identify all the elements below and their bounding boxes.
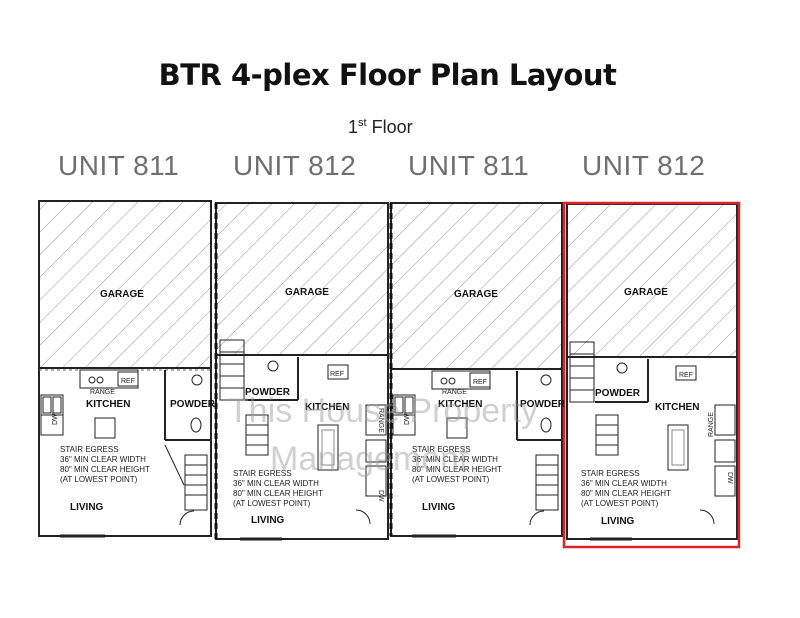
svg-text:STAIR EGRESS: STAIR EGRESS (233, 469, 292, 478)
refrigerator (327, 364, 349, 380)
unit-plan-3 (389, 202, 563, 538)
unit-label-3: UNIT 811 (408, 150, 530, 181)
range-label: RANGE (708, 412, 715, 437)
main-floor-area (390, 368, 563, 537)
unit-label-1: UNIT 811 (58, 150, 180, 181)
ref-label: REF (679, 372, 693, 379)
garage-label: GARAGE (454, 289, 498, 300)
svg-text:(AT LOWEST POINT): (AT LOWEST POINT) (412, 475, 490, 484)
stair-note-4: STAIR EGRESS 36" MIN CLEAR WIDTH 80" MIN… (581, 469, 671, 508)
garage-label: GARAGE (624, 287, 668, 298)
svg-text:36" MIN CLEAR WIDTH: 36" MIN CLEAR WIDTH (233, 479, 319, 488)
toilet (540, 374, 552, 386)
unit-label-2: UNIT 812 (233, 150, 357, 181)
selected-unit-highlight (562, 201, 741, 549)
kitchen-island (94, 417, 116, 439)
svg-text:(AT LOWEST POINT): (AT LOWEST POINT) (581, 499, 659, 508)
ref-label: REF (121, 378, 135, 385)
unit-plan-2 (214, 202, 389, 541)
refrigerator (117, 371, 139, 387)
refrigerator (469, 372, 491, 388)
svg-text:80" MIN CLEAR HEIGHT: 80" MIN CLEAR HEIGHT (233, 489, 323, 498)
powder-label: POWDER (170, 399, 216, 410)
svg-text:80" MIN CLEAR HEIGHT: 80" MIN CLEAR HEIGHT (412, 465, 502, 474)
main-floor-area (566, 356, 738, 540)
kitchen-label: KITCHEN (86, 399, 130, 410)
svg-text:80" MIN CLEAR HEIGHT: 80" MIN CLEAR HEIGHT (581, 489, 671, 498)
dishwasher (392, 414, 416, 436)
garage-label: GARAGE (100, 289, 144, 300)
svg-text:(AT LOWEST POINT): (AT LOWEST POINT) (233, 499, 311, 508)
sink-basin (540, 417, 552, 433)
floor-ordinal: 1 (348, 117, 359, 137)
watermark-line-1: This House Property (228, 392, 538, 430)
dw-label: DW (52, 413, 59, 425)
svg-text:80" MIN CLEAR HEIGHT: 80" MIN CLEAR HEIGHT (60, 465, 150, 474)
kitchen-island (446, 417, 468, 439)
living-label: LIVING (251, 515, 285, 526)
unit-plan-4 (562, 201, 741, 549)
range-label: RANGE (90, 389, 115, 396)
svg-text:36" MIN CLEAR WIDTH: 36" MIN CLEAR WIDTH (412, 455, 498, 464)
living-label: LIVING (601, 516, 635, 527)
kitchen-label: KITCHEN (438, 399, 482, 410)
powder-label: POWDER (245, 387, 291, 398)
unit-label-4: UNIT 812 (582, 150, 706, 181)
refrigerator (675, 365, 697, 381)
svg-text:36" MIN CLEAR WIDTH: 36" MIN CLEAR WIDTH (60, 455, 146, 464)
stair-note-3: STAIR EGRESS 36" MIN CLEAR WIDTH 80" MIN… (412, 445, 502, 484)
svg-text:STAIR EGRESS: STAIR EGRESS (60, 445, 119, 454)
watermark-line-2: Management (270, 440, 469, 478)
dw-label: DW (404, 413, 411, 425)
dishwasher (40, 414, 64, 436)
toilet (267, 360, 279, 372)
toilet (616, 362, 628, 374)
living-label: LIVING (422, 502, 456, 513)
kitchen-label: KITCHEN (655, 402, 699, 413)
kitchen-label: KITCHEN (305, 402, 349, 413)
floor-ordinal-suffix: st (358, 117, 367, 129)
floor-label: 1st Floor (348, 117, 413, 138)
powder-label: POWDER (520, 399, 566, 410)
garage-area (38, 200, 212, 369)
stair-note-1: STAIR EGRESS 36" MIN CLEAR WIDTH 80" MIN… (60, 445, 150, 484)
kitchen-island (317, 424, 339, 471)
garage-area (390, 202, 563, 370)
ref-label: REF (473, 379, 487, 386)
svg-text:(AT LOWEST POINT): (AT LOWEST POINT) (60, 475, 138, 484)
floor-word: Floor (371, 117, 413, 137)
toilet (191, 374, 203, 386)
stair-note-2: STAIR EGRESS 36" MIN CLEAR WIDTH 80" MIN… (233, 469, 323, 508)
range-label: RANGE (442, 389, 467, 396)
unit-plan-1 (38, 200, 212, 538)
page-title: BTR 4-plex Floor Plan Layout (158, 58, 617, 92)
range-label: RANGE (377, 408, 384, 433)
garage-area (566, 203, 738, 358)
garage-label: GARAGE (285, 287, 329, 298)
dishwasher (714, 465, 736, 497)
dishwasher (365, 465, 387, 497)
main-floor-area (215, 354, 389, 540)
powder-label: POWDER (595, 388, 641, 399)
ref-label: REF (330, 371, 344, 378)
dw-label: DW (726, 472, 733, 484)
main-floor-area (38, 367, 212, 537)
garage-area (215, 202, 389, 356)
svg-text:STAIR EGRESS: STAIR EGRESS (581, 469, 640, 478)
svg-text:36" MIN CLEAR WIDTH: 36" MIN CLEAR WIDTH (581, 479, 667, 488)
svg-text:STAIR EGRESS: STAIR EGRESS (412, 445, 471, 454)
sink-basin (190, 417, 202, 433)
kitchen-island (667, 424, 689, 471)
dw-label: DW (377, 490, 384, 502)
living-label: LIVING (70, 502, 104, 513)
